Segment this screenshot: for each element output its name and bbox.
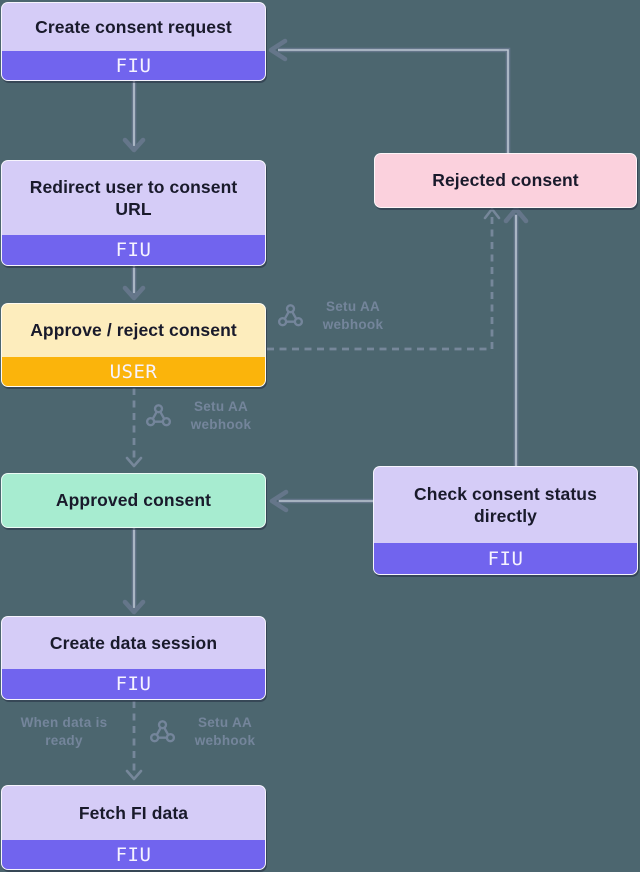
label-setu-webhook-data-ready: Setu AA webhook: [149, 714, 269, 750]
node-create-consent-request: Create consent request FIU: [1, 2, 266, 81]
arrow-session-to-fetch: [125, 701, 143, 781]
label-text: Setu AA webhook: [194, 715, 256, 748]
actor-band-fiu: FIU: [374, 543, 637, 574]
node-title: Approved consent: [55, 490, 212, 511]
node-rejected-consent: Rejected consent: [374, 153, 637, 208]
node-title: Redirect user to consent URL: [29, 176, 238, 219]
node-approve-reject-consent: Approve / reject consent USER: [1, 303, 266, 387]
webhook-icon: [149, 720, 176, 743]
actor-band-fiu: FIU: [2, 669, 265, 699]
webhook-icon: [145, 404, 172, 427]
arrow-approve-to-rejected: [267, 207, 501, 351]
node-title: Fetch FI data: [78, 802, 189, 823]
arrow-rejected-to-create: [268, 38, 511, 153]
node-title: Rejected consent: [432, 170, 579, 191]
label-text: Setu AA webhook: [322, 299, 384, 332]
node-title: Create consent request: [35, 16, 232, 37]
node-check-consent-status: Check consent status directly FIU: [373, 466, 638, 575]
node-create-data-session: Create data session FIU: [1, 616, 266, 700]
actor-band-fiu: FIU: [2, 840, 265, 869]
label-setu-webhook-reject: Setu AA webhook: [277, 298, 397, 334]
node-title: Check consent status directly: [414, 483, 597, 526]
arrow-redirect-to-approve: [122, 266, 146, 301]
label-setu-webhook-approve: Setu AA webhook: [145, 398, 265, 434]
webhook-icon: [277, 304, 304, 327]
actor-band-fiu: FIU: [2, 235, 265, 265]
arrow-check-to-rejected: [503, 206, 529, 466]
node-title: Approve / reject consent: [30, 320, 237, 341]
node-redirect-user: Redirect user to consent URL FIU: [1, 160, 266, 266]
arrow-approved-to-session: [122, 528, 146, 615]
label-text: When data is ready: [20, 715, 108, 748]
actor-band-user: USER: [2, 357, 265, 386]
label-text: Setu AA webhook: [190, 399, 252, 432]
node-fetch-fi-data: Fetch FI data FIU: [1, 785, 266, 870]
arrow-approve-to-approved: [125, 388, 143, 468]
arrow-create-to-redirect: [122, 81, 146, 153]
node-title: Create data session: [49, 632, 218, 653]
label-when-data-ready: When data is ready: [0, 714, 128, 750]
node-approved-consent: Approved consent: [1, 473, 266, 528]
actor-band-fiu: FIU: [2, 51, 265, 80]
arrow-check-to-approved: [269, 489, 373, 513]
